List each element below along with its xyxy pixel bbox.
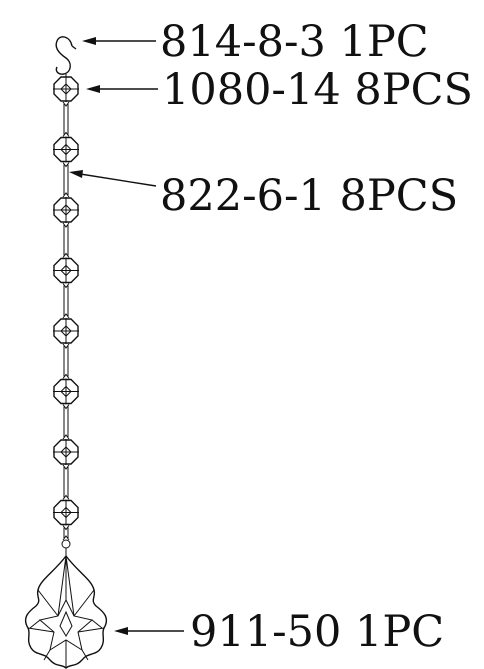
- hook-label: 814-8-3 1PC: [160, 17, 429, 67]
- pin-connector: [62, 222, 70, 228]
- octagon-bead: [53, 499, 79, 526]
- bead-facet: [60, 506, 72, 519]
- pendant-leader: [114, 627, 184, 635]
- bead-facet: [60, 385, 72, 398]
- bead-facet: [60, 446, 72, 458]
- pin-connector: [62, 343, 70, 349]
- octagon-bead-label: 1080-14 8PCS: [162, 65, 473, 115]
- pin-connector: [62, 535, 70, 541]
- octagon-bead-chain: [53, 74, 79, 541]
- bead-facet: [60, 83, 72, 95]
- pin-connector: [62, 101, 70, 107]
- octagon-bead: [53, 197, 79, 223]
- pin-connector: [62, 434, 70, 440]
- bead-facet: [60, 204, 72, 216]
- pin-connector: [62, 313, 70, 319]
- pin-connector-leader: [69, 170, 157, 187]
- pin-connector: [62, 252, 70, 258]
- octagon-bead: [53, 257, 79, 284]
- pin-connector: [62, 404, 70, 410]
- octagon-bead: [53, 136, 79, 163]
- pin-connector: [62, 464, 70, 470]
- pin-connector: [62, 162, 70, 168]
- bead-facet: [60, 325, 72, 337]
- hook-icon: [55, 36, 77, 75]
- octagon-bead-leader: [86, 85, 158, 93]
- pin-connector: [62, 131, 70, 137]
- bead-facet: [60, 143, 72, 156]
- octagon-bead: [53, 439, 79, 465]
- octagon-bead: [53, 76, 79, 102]
- pin-connector-label: 822-6-1 8PCS: [160, 171, 458, 221]
- pin-connector: [62, 494, 70, 500]
- octagon-bead: [53, 378, 79, 405]
- pin-connector: [62, 283, 70, 289]
- pin-connector: [62, 373, 70, 379]
- pin-connector: [62, 192, 70, 198]
- octagon-bead: [53, 318, 79, 344]
- pendant-label: 911-50 1PC: [190, 607, 444, 657]
- hook-leader: [82, 37, 156, 45]
- pendant-icon: [24, 539, 108, 669]
- bead-facet: [60, 264, 72, 277]
- pin-connector: [62, 525, 70, 531]
